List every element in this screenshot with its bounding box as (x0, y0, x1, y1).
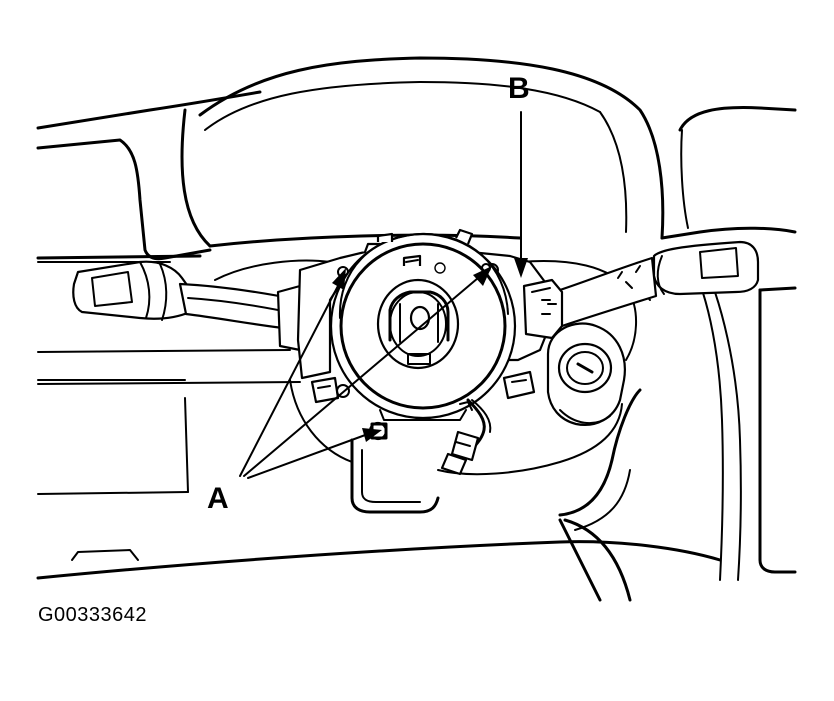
callout-label-a: A (207, 482, 229, 515)
right-trim-panel (689, 254, 797, 581)
right-stalk (558, 240, 760, 328)
figure-id-caption: G00333642 (38, 604, 148, 626)
steering-shaft (376, 278, 460, 370)
callout-b-leader (514, 111, 528, 278)
callout-a-leaders (239, 266, 492, 479)
instrument-cluster-hood (36, 56, 797, 263)
wiring-harness (440, 398, 492, 476)
column-shroud (214, 259, 642, 602)
left-lower-panel (36, 349, 722, 580)
callout-label-b: B (508, 72, 530, 105)
ignition-key-cylinder (546, 322, 626, 426)
left-stalk (72, 260, 302, 332)
